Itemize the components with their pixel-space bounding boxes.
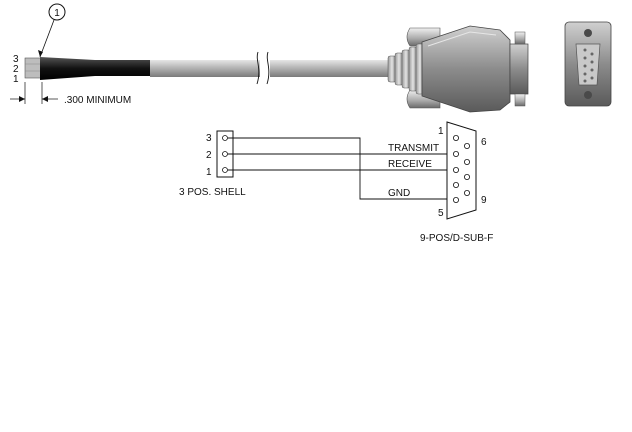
callout-1: 1 xyxy=(38,3,66,58)
wiring-schematic: 3 2 1 3 POS. SHELL TRANSMIT RECEIVE GND xyxy=(179,121,493,244)
cable-body-left xyxy=(150,60,260,77)
signal-transmit-label: TRANSMIT xyxy=(388,143,439,154)
exposed-conductors xyxy=(24,57,43,79)
break-mark-right xyxy=(266,51,270,85)
strip-length-label: .300 MINIMUM xyxy=(64,95,131,106)
dsub-pin-1 xyxy=(452,134,459,141)
dsub-pin-number-1: 1 xyxy=(438,126,444,137)
strand-number-2: 2 xyxy=(13,64,19,75)
signal-gnd-label: GND xyxy=(388,188,410,199)
dsub-connector-side xyxy=(387,25,529,113)
dsub-pin-8 xyxy=(463,173,470,180)
dsub-pin-6 xyxy=(463,142,470,149)
dsub-pin-4 xyxy=(452,181,459,188)
shell-pin-number-1: 1 xyxy=(206,167,212,178)
dsub-pin-number-5: 5 xyxy=(438,208,444,219)
shell-pin-3 xyxy=(222,135,228,141)
shell-label: 3 POS. SHELL xyxy=(179,187,246,198)
shell-pin-number-3: 3 xyxy=(206,133,212,144)
dsub-pin-number-9: 9 xyxy=(481,195,487,206)
dsub-pin-9 xyxy=(463,189,470,196)
cable-body-right xyxy=(270,60,392,77)
wire-gnd xyxy=(228,137,455,200)
cable-jacket xyxy=(40,57,150,80)
dsub-label: 9-POS/D-SUB-F xyxy=(420,233,493,244)
callout-number: 1 xyxy=(54,8,60,19)
dsub-connector-face xyxy=(564,21,612,107)
shell-pin-1 xyxy=(222,167,228,173)
wires xyxy=(228,137,455,200)
dsub-pin-5 xyxy=(452,196,459,203)
signal-receive-label: RECEIVE xyxy=(388,159,432,170)
strip-length-dimension: .300 MINIMUM xyxy=(10,82,131,106)
strand-number-1: 1 xyxy=(13,74,19,85)
dsub-pin-2 xyxy=(452,150,459,157)
dsub-pin-number-6: 6 xyxy=(481,137,487,148)
shell-pin-number-2: 2 xyxy=(206,150,212,161)
dsub-pin-3 xyxy=(452,166,459,173)
dsub-pin-7 xyxy=(463,158,470,165)
shell-pin-2 xyxy=(222,151,228,157)
strand-number-3: 3 xyxy=(13,54,19,65)
dsub-schematic: 1 6 5 9 9-POS/D-SUB-F xyxy=(420,121,493,244)
break-mark-left xyxy=(256,51,260,85)
shell-connector: 3 2 1 3 POS. SHELL xyxy=(179,130,246,198)
cable-illustration: 1 3 2 1 .300 MINIMUM xyxy=(10,3,612,113)
